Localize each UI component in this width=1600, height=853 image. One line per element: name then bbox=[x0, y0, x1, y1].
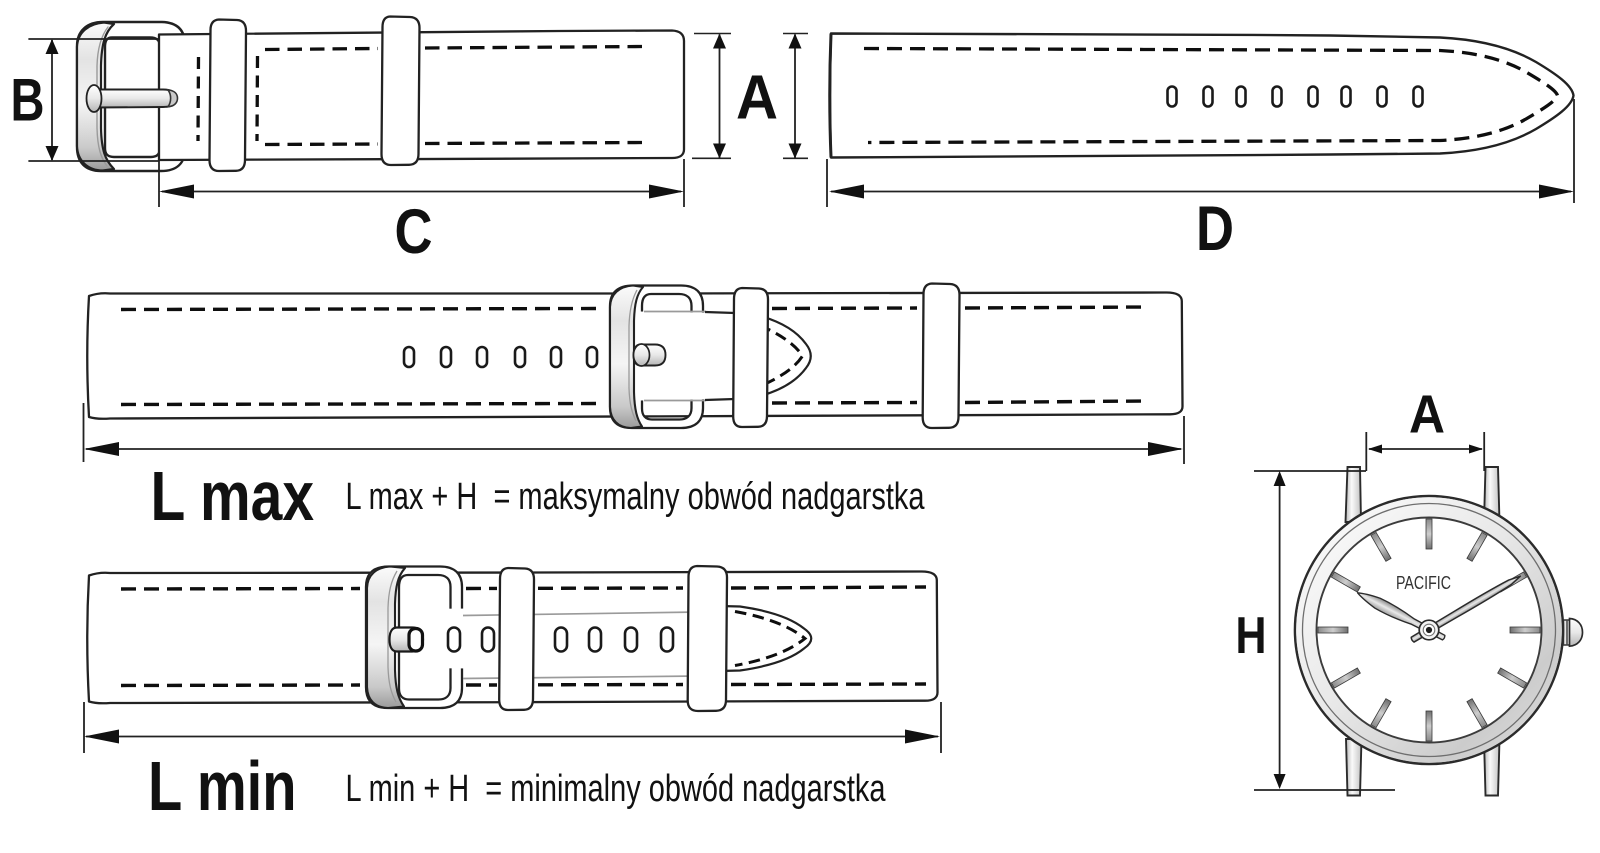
svg-text:L max + H = maksymalny obwód: L max + H = maksymalny obwód nadgarstka bbox=[346, 476, 926, 518]
svg-text:L min: L min bbox=[148, 747, 297, 825]
svg-text:D: D bbox=[1196, 194, 1234, 264]
svg-text:L min + H = minimalny obwód n: L min + H = minimalny obwód nadgarstka bbox=[346, 768, 887, 810]
svg-text:PACIFIC: PACIFIC bbox=[1396, 572, 1451, 593]
svg-text:H: H bbox=[1236, 607, 1267, 665]
svg-text:A: A bbox=[1409, 385, 1445, 445]
svg-text:C: C bbox=[395, 197, 433, 267]
svg-text:A: A bbox=[736, 64, 778, 133]
svg-text:L max: L max bbox=[151, 457, 315, 535]
svg-text:B: B bbox=[11, 67, 45, 134]
